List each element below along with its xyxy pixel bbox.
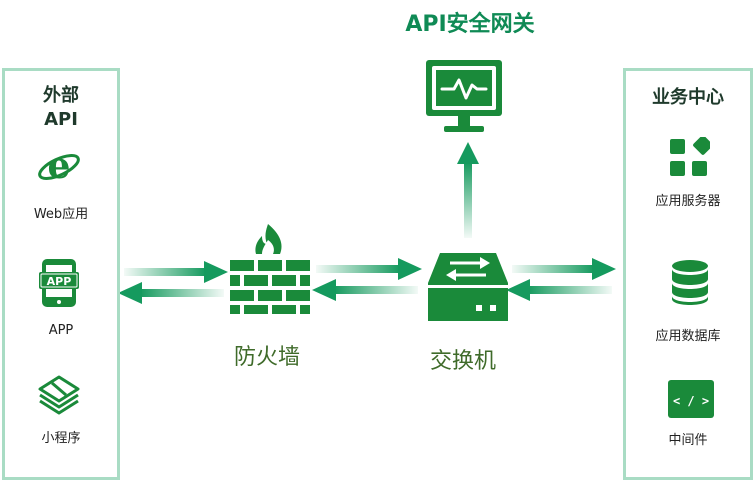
list-item-label: Web应用 bbox=[33, 207, 89, 222]
app-phone-icon: APP bbox=[39, 259, 79, 307]
database-icon bbox=[672, 260, 708, 305]
diagram-title: API安全网关 bbox=[405, 12, 535, 37]
panel-title: 业务中心 bbox=[652, 87, 724, 108]
arrow-left-to-firewall bbox=[124, 261, 228, 283]
arrow-firewall-to-left bbox=[118, 282, 224, 304]
arrow-switch-to-firewall bbox=[312, 279, 418, 301]
svg-text:e: e bbox=[48, 145, 71, 187]
code-icon-text: < / > bbox=[673, 394, 709, 408]
monitor-pulse-icon bbox=[426, 60, 502, 132]
list-item-label: 应用数据库 bbox=[655, 329, 721, 344]
external-api-panel: 外部 API e Web应用 APP APP 小程序 bbox=[2, 68, 120, 480]
switch-icon bbox=[428, 253, 508, 321]
app-grid-icon bbox=[670, 137, 710, 176]
list-item-label: 小程序 bbox=[41, 431, 81, 446]
code-icon: < / > bbox=[668, 380, 714, 418]
switch-label: 交换机 bbox=[429, 349, 496, 374]
ie-browser-icon: e bbox=[38, 145, 80, 187]
arrow-right-to-switch bbox=[506, 279, 612, 301]
list-item-label: 中间件 bbox=[668, 433, 708, 448]
firewall-icon bbox=[230, 224, 310, 314]
list-item-label: 应用服务器 bbox=[655, 194, 721, 209]
arrow-switch-to-right bbox=[512, 258, 616, 280]
mini-program-icon bbox=[38, 375, 80, 415]
app-icon-text: APP bbox=[47, 275, 72, 288]
business-center-panel: 业务中心 应用服务器 应用数据库 < / > 中间件 bbox=[623, 68, 753, 480]
panel-title-line2: API bbox=[44, 109, 78, 130]
panel-title-line1: 外部 bbox=[43, 85, 79, 106]
list-item-label: APP bbox=[48, 323, 74, 338]
firewall-label: 防火墙 bbox=[233, 345, 300, 370]
arrow-switch-to-gateway bbox=[457, 142, 479, 238]
arrow-firewall-to-switch bbox=[316, 258, 422, 280]
